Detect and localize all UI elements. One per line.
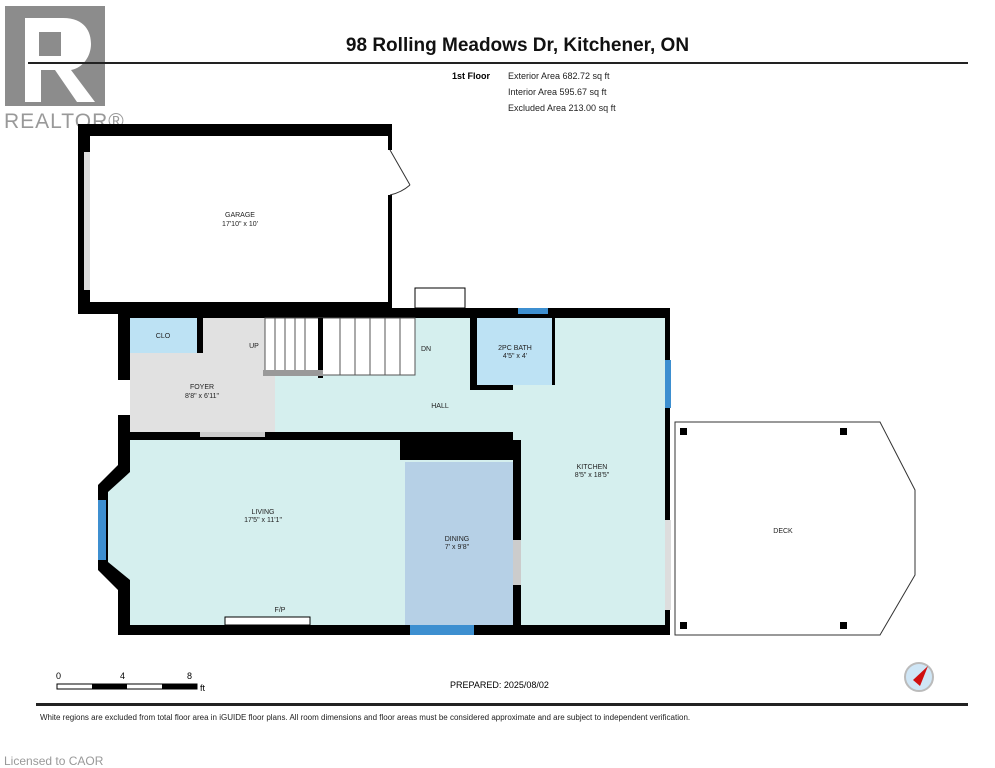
living-opening bbox=[200, 432, 265, 437]
deck-door bbox=[665, 520, 671, 610]
garage-door bbox=[387, 150, 393, 195]
window bbox=[518, 308, 548, 314]
excluded-area: Excluded Area 213.00 sq ft bbox=[508, 103, 616, 113]
divider bbox=[36, 703, 968, 706]
compass-icon bbox=[904, 662, 934, 692]
living-label: LIVING bbox=[252, 509, 275, 516]
bath-room bbox=[477, 318, 552, 385]
window bbox=[665, 360, 671, 408]
garage-room bbox=[90, 136, 388, 302]
living-dims: 17'5" x 11'1" bbox=[244, 517, 282, 524]
dn-label: DN bbox=[421, 346, 431, 353]
kitchen-dims: 8'5" x 18'5" bbox=[575, 472, 610, 479]
scale-bar bbox=[56, 683, 198, 690]
garage-label: GARAGE bbox=[225, 212, 255, 219]
kitchen-room bbox=[555, 318, 665, 625]
scale-unit: ft bbox=[200, 683, 206, 693]
fp-label: F/P bbox=[275, 607, 286, 614]
scale-tick-4: 4 bbox=[120, 671, 126, 681]
exterior-area: Exterior Area 682.72 sq ft bbox=[508, 71, 610, 81]
garage-window bbox=[84, 152, 90, 290]
door-swing-icon bbox=[389, 149, 411, 196]
scale-tick-0: 0 bbox=[56, 671, 62, 681]
up-label: UP bbox=[249, 343, 259, 350]
floor-plan: GARAGE 17'10" x 10' CLO FOYER 8'8" x 6'1… bbox=[56, 124, 934, 692]
page-title: 98 Rolling Meadows Dr, Kitchener, ON bbox=[345, 35, 690, 56]
disclaimer: White regions are excluded from total fl… bbox=[40, 713, 691, 722]
scale-tick-8: 8 bbox=[187, 671, 193, 681]
garage-dims: 17'10" x 10' bbox=[222, 221, 258, 228]
closet-room bbox=[130, 318, 197, 353]
foyer-label: FOYER bbox=[190, 384, 214, 391]
interior-area: Interior Area 595.67 sq ft bbox=[508, 87, 607, 97]
dining-label: DINING bbox=[445, 536, 470, 543]
fireplace bbox=[224, 616, 311, 626]
dining-room bbox=[405, 462, 513, 625]
license-text: Licensed to CAOR bbox=[4, 754, 104, 768]
deck-label: DECK bbox=[773, 528, 793, 535]
clo-label: CLO bbox=[156, 333, 171, 340]
window bbox=[410, 625, 474, 635]
dining-dims: 7' x 9'8" bbox=[445, 544, 470, 551]
prepared-date: PREPARED: 2025/08/02 bbox=[450, 680, 549, 690]
stoop bbox=[414, 287, 466, 309]
window bbox=[98, 500, 106, 560]
bath-dims: 4'5" x 4' bbox=[503, 353, 527, 360]
stairs-down bbox=[319, 317, 416, 376]
stairs-up bbox=[264, 317, 321, 376]
entry-door bbox=[118, 380, 130, 415]
foyer-dims: 8'8" x 6'11" bbox=[185, 393, 219, 400]
kitchen-label: KITCHEN bbox=[577, 464, 608, 471]
divider bbox=[28, 62, 968, 64]
hall-label: HALL bbox=[431, 403, 449, 410]
deck bbox=[674, 421, 916, 636]
bath-label: 2PC BATH bbox=[498, 345, 532, 352]
floor-label: 1st Floor bbox=[452, 71, 491, 81]
realtor-logo bbox=[5, 6, 105, 106]
